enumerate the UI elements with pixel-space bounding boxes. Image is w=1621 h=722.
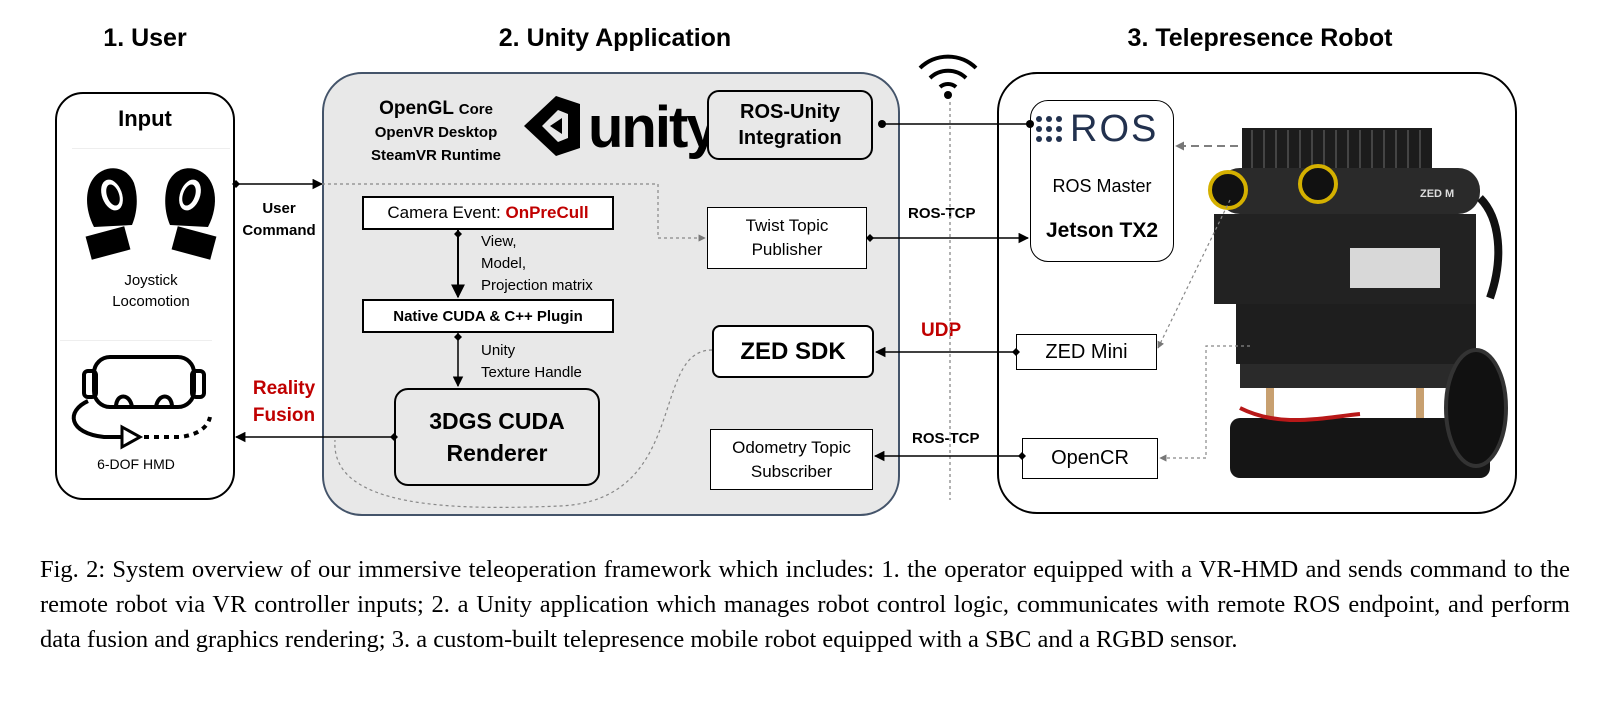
matrix-label-line1: View, bbox=[481, 233, 517, 250]
connector-lines bbox=[232, 102, 1250, 508]
user-command-line1: User bbox=[262, 200, 296, 217]
renderer-line2: Renderer bbox=[446, 440, 548, 466]
matrix-label-line2: Model, bbox=[481, 255, 527, 272]
opencr-to-odometry-arrow bbox=[873, 450, 1026, 462]
user-command-arrow bbox=[232, 178, 324, 190]
camera-to-plugin-arrow bbox=[451, 230, 465, 299]
opengl-core-label: OpenGL Core bbox=[366, 98, 506, 120]
reality-fusion-arrow bbox=[234, 431, 398, 443]
udp-arrow bbox=[874, 346, 1020, 358]
joystick-label-line1: Joystick bbox=[124, 272, 178, 289]
twist-publisher-box: Twist Topic Publisher bbox=[707, 207, 867, 269]
joystick-label-line2: Locomotion bbox=[112, 293, 190, 310]
ros-unity-integration-box: ROS-Unity Integration bbox=[707, 90, 873, 160]
texture-label-line1: Unity bbox=[481, 342, 516, 359]
texture-label-line2: Texture Handle bbox=[481, 364, 582, 381]
openvr-label: OpenVR Desktop bbox=[374, 124, 498, 141]
zed-sdk-box: ZED SDK bbox=[712, 325, 874, 378]
board-to-opencr-dotted bbox=[1159, 345, 1250, 462]
twist-line2: Publisher bbox=[751, 240, 823, 259]
odom-line2: Subscriber bbox=[750, 461, 833, 481]
opengl-core: Core bbox=[458, 101, 493, 118]
jetson-label: Jetson TX2 bbox=[1045, 219, 1159, 242]
camera-to-zedmini-dotted bbox=[1157, 199, 1231, 349]
twist-to-jetson-arrow bbox=[866, 232, 1030, 244]
telepresence-robot-image bbox=[1200, 118, 1516, 498]
ros-logo-icon bbox=[1034, 114, 1064, 144]
user-to-twist-dashed bbox=[322, 183, 706, 242]
section-title-robot: 3. Telepresence Robot bbox=[1127, 24, 1393, 52]
ros-unity-line1: ROS-Unity bbox=[740, 101, 840, 123]
zedsdk-to-renderer-dotted bbox=[334, 349, 713, 508]
plugin-to-renderer-arrow bbox=[452, 333, 464, 388]
hmd-label: 6-DOF HMD bbox=[97, 456, 175, 472]
camera-event-value: OnPreCull bbox=[505, 203, 589, 222]
user-command-line2: Command bbox=[242, 222, 316, 239]
renderer-line1: 3DGS CUDA bbox=[429, 408, 565, 434]
zed-mini-box: ZED Mini bbox=[1016, 334, 1157, 370]
twist-line1: Twist Topic bbox=[745, 216, 829, 235]
camera-event-prefix: Camera Event: bbox=[387, 203, 506, 222]
joystick-hands-icon bbox=[72, 148, 230, 294]
steamvr-label: SteamVR Runtime bbox=[370, 147, 502, 164]
unity-logo-text: unity bbox=[588, 95, 719, 160]
opengl-bold: OpenGL bbox=[379, 98, 455, 119]
wifi-icon bbox=[916, 50, 980, 102]
input-title: Input bbox=[118, 106, 172, 131]
vr-headset-icon bbox=[60, 340, 212, 466]
camera-event-box: Camera Event: OnPreCull bbox=[362, 196, 614, 230]
camera-brand-label: ZED M bbox=[1420, 188, 1455, 200]
ros-master-label: ROS Master bbox=[1052, 176, 1152, 196]
ros-tcp-bottom-label: ROS-TCP bbox=[912, 430, 980, 447]
ros-tcp-top-label: ROS-TCP bbox=[908, 205, 976, 222]
figure-caption: Fig. 2: System overview of our immersive… bbox=[40, 556, 1570, 653]
udp-label: UDP bbox=[921, 320, 962, 341]
ros-unity-line2: Integration bbox=[738, 127, 842, 149]
odom-line1: Odometry Topic bbox=[732, 437, 851, 457]
ros-master-box bbox=[1030, 100, 1174, 262]
native-plugin-box: Native CUDA & C++ Plugin bbox=[362, 299, 614, 333]
ros-unity-to-ros-line bbox=[878, 120, 1034, 128]
odometry-subscriber-box: Odometry Topic Subscriber bbox=[710, 429, 873, 490]
matrix-label-line3: Projection matrix bbox=[481, 277, 593, 294]
section-title-user: 1. User bbox=[103, 24, 187, 52]
reality-fusion-line1: Reality bbox=[252, 378, 316, 399]
ros-logo-text: ROS bbox=[1070, 108, 1159, 150]
section-title-unity: 2. Unity Application bbox=[498, 24, 732, 52]
unity-logo-icon bbox=[518, 92, 588, 160]
opencr-box: OpenCR bbox=[1022, 438, 1158, 479]
renderer-box: 3DGS CUDA Renderer bbox=[394, 388, 600, 486]
reality-fusion-line2: Fusion bbox=[252, 405, 316, 426]
